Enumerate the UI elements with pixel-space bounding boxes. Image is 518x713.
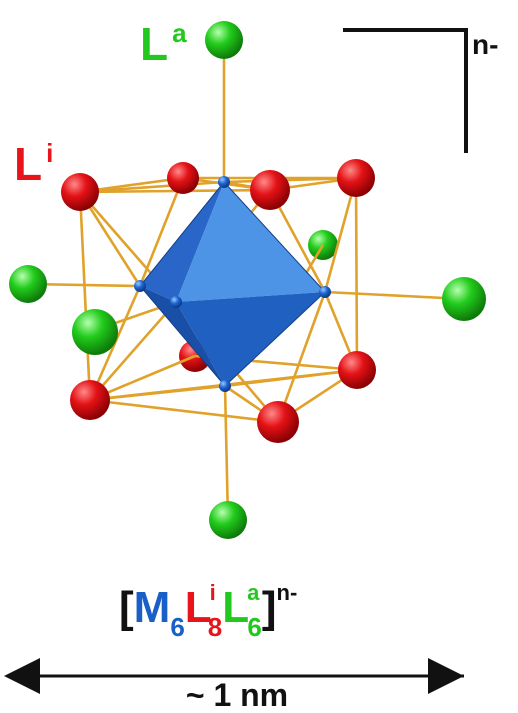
scale-label: ~ 1 nm	[186, 677, 288, 713]
charge-label: n-	[472, 29, 498, 60]
charge-bracket	[343, 28, 468, 153]
apical-ligands	[9, 21, 486, 539]
metal-octahedron	[139, 181, 326, 387]
inner-ligands	[61, 159, 376, 443]
metal-atoms	[134, 176, 331, 392]
